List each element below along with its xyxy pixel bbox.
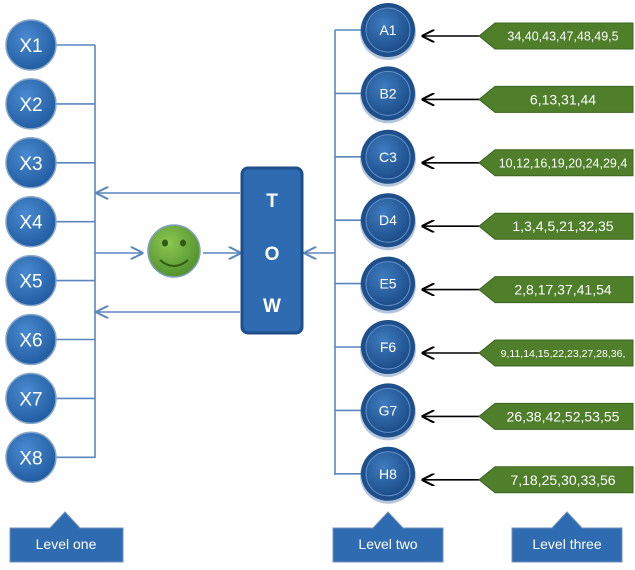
level-three-label: Level three (511, 511, 623, 563)
level-three-tag-text: 2,8,17,37,41,54 (514, 282, 612, 298)
level-three-arrows (423, 36, 481, 480)
level-three-tag-shape (478, 85, 634, 113)
level-one-node-label: X3 (19, 154, 42, 175)
level-two-node-circle (365, 387, 411, 433)
level-one-node: X4 (5, 195, 57, 248)
level-one-label-text: Level one (36, 536, 97, 552)
level-three-tag-shape (478, 466, 634, 494)
level-two-node-label: F6 (380, 339, 397, 355)
level-three-tag: 9,11,14,15,22,23,27,28,36, (478, 339, 634, 367)
level-two-node-circle (365, 70, 411, 116)
level-one-node-circle (5, 254, 57, 307)
level-one-node: X7 (5, 372, 57, 425)
level-three-tag-shape (478, 276, 634, 304)
level-two-connectors (335, 29, 361, 475)
level-two-node-circle (365, 197, 411, 243)
level-two-node-circle (365, 324, 411, 370)
level-three-tag: 1,3,4,5,21,32,35 (478, 212, 634, 240)
level-one-node: X8 (5, 431, 57, 484)
level-three-tag: 2,8,17,37,41,54 (478, 276, 634, 304)
level-two-node: C3 (360, 129, 416, 187)
tow-letter-o: O (265, 244, 280, 265)
level-two-node-circle (365, 261, 411, 307)
level-two-node-circle (365, 451, 411, 497)
level-three-tag-text: 26,38,42,52,53,55 (507, 408, 620, 424)
level-one-node-label: X5 (19, 272, 42, 293)
level-three-tag: 10,12,16,19,20,24,29,4 (478, 149, 634, 177)
level-one-node: X5 (5, 254, 57, 307)
level-three-tag-text: 1,3,4,5,21,32,35 (512, 218, 613, 234)
level-three-tag: 26,38,42,52,53,55 (478, 402, 634, 430)
level-three-tag: 6,13,31,44 (478, 85, 634, 113)
level-two-node: G7 (360, 383, 416, 441)
level-one-node-label: X2 (19, 95, 42, 116)
level-one-node-label: X1 (19, 36, 42, 57)
level-three-tag: 34,40,43,47,48,49,5 (478, 22, 634, 50)
level-one-node-label: X4 (19, 213, 43, 234)
level-two-node: H8 (360, 446, 416, 504)
level-two-node: D4 (360, 193, 416, 251)
level-three-label-text: Level three (532, 536, 601, 552)
level-one-node-circle (5, 19, 57, 71)
flow-arrows (95, 193, 335, 312)
level-three-tag-shape (478, 402, 634, 430)
level-two-node-label: B2 (379, 85, 396, 101)
level-three-tags: 34,40,43,47,48,49,5 6,13,31,44 10,12,16,19… (478, 22, 634, 494)
level-one-node: X1 (5, 19, 57, 71)
level-two-node: A1 (360, 3, 416, 60)
level-two-node-label: C3 (379, 149, 397, 165)
level-three-tag: 7,18,25,30,33,56 (478, 466, 634, 494)
level-two-node-circle (365, 134, 411, 180)
smiley-face-icon (147, 224, 201, 278)
level-three-tag-text: 9,11,14,15,22,23,27,28,36, (501, 348, 626, 360)
level-one-node-circle (5, 431, 57, 484)
level-three-tag-shape (478, 149, 634, 177)
level-one-label: Level one (9, 511, 124, 563)
level-three-tag-shape (478, 212, 634, 240)
level-two-node-label: G7 (379, 402, 398, 418)
level-one-node-label: X6 (19, 331, 42, 352)
tow-letter-w: W (263, 296, 281, 317)
level-one-node-label: X8 (19, 448, 42, 469)
level-three-tag-text: 34,40,43,47,48,49,5 (507, 30, 618, 44)
level-one-node-circle (5, 78, 57, 130)
level-three-tag-shape (478, 339, 634, 367)
level-three-tag-text: 10,12,16,19,20,24,29,4 (499, 156, 628, 170)
level-two-node-circle (365, 7, 411, 53)
level-one-node: X6 (5, 313, 57, 366)
level-two-node-label: A1 (379, 22, 396, 38)
level-one-node-circle (5, 195, 57, 248)
level-one-node: X3 (5, 137, 57, 189)
tow-letter-t: T (266, 191, 278, 212)
level-two-node-label: D4 (379, 212, 397, 228)
level-one-node-circle (5, 372, 57, 425)
tow-box: T O W (240, 166, 304, 335)
level-two-node-label: H8 (379, 466, 397, 482)
level-two-label: Level two (332, 511, 444, 563)
level-one-node: X2 (5, 78, 57, 130)
level-two-node: B2 (360, 66, 416, 124)
level-one-node-circle (5, 137, 57, 189)
level-three-tag-shape (478, 22, 634, 50)
level-one-node-circle (5, 313, 57, 366)
level-one-connectors (56, 44, 95, 459)
level-one-node-label: X7 (19, 389, 42, 410)
level-two-label-text: Level two (358, 536, 417, 552)
level-two-node: F6 (360, 320, 416, 377)
level-two-node: E5 (360, 256, 416, 314)
level-three-tag-text: 7,18,25,30,33,56 (510, 472, 615, 488)
level-two-node-label: E5 (379, 276, 396, 292)
level-three-tag-text: 6,13,31,44 (530, 91, 596, 107)
